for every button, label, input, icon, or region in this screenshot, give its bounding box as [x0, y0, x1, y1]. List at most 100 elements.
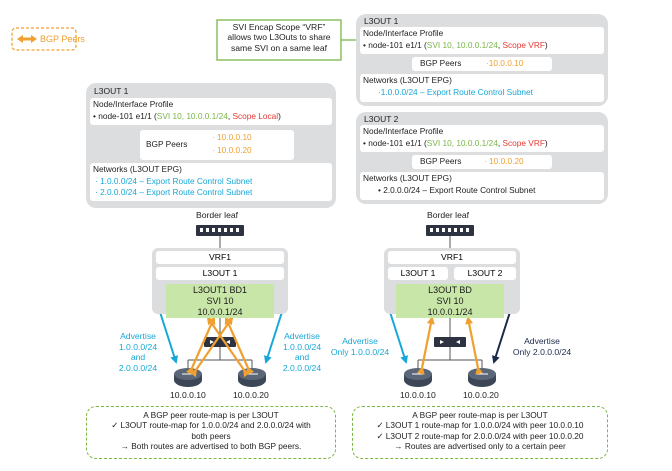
- left-node-profile-box: Node/Interface Profile • node-101 e1/1 (…: [90, 98, 332, 125]
- advertise-line: and: [294, 352, 310, 362]
- router-icon-left-1: [174, 368, 202, 387]
- switch-icon-right-small: [434, 337, 466, 347]
- node-prefix: • node-101 e1/1 (: [93, 111, 157, 121]
- right2-bgp-peers-box: BGP Peers · 10.0.0.20: [412, 155, 552, 169]
- legend-box: [11, 27, 77, 51]
- advertise-line: Only 2.0.0.0/24: [512, 347, 572, 357]
- left-advertise-left: Advertise 1.0.0.0/24 and 2.0.0.0/24: [108, 331, 168, 373]
- close-paren: ): [278, 111, 281, 121]
- left-advertise-right: Advertise 1.0.0.0/24 and 2.0.0.0/24: [272, 331, 332, 373]
- right-l3out2-title: L3OUT 2: [364, 114, 399, 124]
- left-bd-box: L3OUT1 BD1 SVI 10 10.0.0.1/24: [166, 284, 274, 318]
- left-l3out-tab: L3OUT 1: [156, 267, 284, 280]
- advertise-line: 1.0.0.0/24: [282, 341, 322, 352]
- node-profile-entry: • node-101 e1/1 (SVI 10, 10.0.0.1/24, Sc…: [363, 138, 548, 149]
- node-prefix: • node-101 e1/1 (: [363, 40, 427, 50]
- svi-value: SVI 10, 10.0.0.1/24: [426, 138, 498, 148]
- bgp-peer: ·10.0.0.10: [486, 58, 524, 68]
- right-border-leaf-label: Border leaf: [427, 210, 470, 220]
- switch-icon-right: [426, 225, 474, 236]
- node-profile-entry: • node-101 e1/1 (SVI 10, 10.0.0.1/24, Sc…: [363, 40, 548, 51]
- node-profile-label: Node/Interface Profile: [363, 28, 444, 38]
- advertise-line: and: [130, 352, 146, 362]
- svi-value: SVI 10, 10.0.0.1/24: [426, 40, 498, 50]
- bgp-peer: · 10.0.0.20: [212, 145, 252, 155]
- note-line: → Both routes are advertised to both BGP…: [120, 441, 302, 452]
- close-paren: ): [544, 138, 548, 148]
- note-line: both peers: [191, 430, 231, 441]
- bd-name: L3OUT BD: [428, 285, 472, 295]
- callout-line: SVI Encap Scope “VRF”: [232, 22, 326, 32]
- callout-box: [216, 19, 342, 61]
- svi-value: SVI 10, 10.0.0.1/24: [156, 111, 228, 121]
- network-subnet: ·1.0.0.0/24 – Export Route Control Subne…: [378, 87, 533, 97]
- advertise-line: Advertise: [120, 331, 156, 341]
- left-note-box: A BGP peer route-map is per L3OUT ✓ L3OU…: [86, 406, 336, 459]
- bgp-peer: · 10.0.0.20: [484, 156, 524, 166]
- note-line: ✓ L3OUT route-map for 1.0.0.0/24 and 2.0…: [111, 420, 311, 431]
- bd-svi: SVI 10: [206, 296, 234, 306]
- left-border-leaf-label: Border leaf: [196, 210, 239, 220]
- left-router1-label: 10.0.0.10: [170, 390, 206, 400]
- right-bd-box: L3OUT BD SVI 10 10.0.0.1/24: [396, 284, 504, 318]
- left-bgp-peers-box: BGP Peers · 10.0.0.10 · 10.0.0.20: [140, 130, 294, 160]
- network-subnet: • 2.0.0.0/24 – Export Route Control Subn…: [378, 185, 536, 195]
- right-advertise-left: Advertise Only 1.0.0.0/24: [320, 336, 400, 358]
- advertise-line: 1.0.0.0/24: [118, 341, 158, 352]
- separator: ,: [227, 111, 233, 121]
- close-paren: ): [544, 40, 548, 50]
- right-router2-label: 10.0.0.20: [463, 390, 499, 400]
- note-line: ✓ L3OUT 1 route-map for 1.0.0.0/24 with …: [376, 420, 584, 431]
- networks-label: Networks (L3OUT EPG): [363, 75, 452, 85]
- note-line: ✓ L3OUT 2 route-map for 2.0.0.0/24 with …: [376, 430, 584, 441]
- left-vrf-label: VRF1: [156, 251, 284, 264]
- left-l3out-card: L3OUT 1 Node/Interface Profile • node-10…: [86, 83, 336, 208]
- right-vrf-label: VRF1: [388, 251, 516, 264]
- right1-node-profile-box: Node/Interface Profile • node-101 e1/1 (…: [360, 27, 604, 54]
- networks-label: Networks (L3OUT EPG): [363, 173, 452, 183]
- separator: ,: [497, 40, 503, 50]
- scope-value: Scope Local: [232, 111, 279, 121]
- advertise-line: Advertise: [284, 331, 320, 341]
- advertise-line: 2.0.0.0/24: [282, 362, 322, 373]
- right1-bgp-peers-box: BGP Peers ·10.0.0.10: [412, 57, 552, 71]
- advertise-line: Advertise: [342, 336, 378, 346]
- switch-icon-left: [196, 225, 244, 236]
- left-networks-box: Networks (L3OUT EPG) · 1.0.0.0/24 – Expo…: [90, 163, 332, 201]
- right1-networks-box: Networks (L3OUT EPG) ·1.0.0.0/24 – Expor…: [360, 74, 604, 102]
- switch-icon-left-small: [204, 337, 236, 347]
- legend-label: BGP Peers: [40, 34, 85, 44]
- networks-label: Networks (L3OUT EPG): [93, 164, 182, 174]
- advertise-line: Advertise: [524, 336, 560, 346]
- note-line: A BGP peer route-map is per L3OUT: [412, 410, 548, 420]
- callout-text: SVI Encap Scope “VRF” allows two L3Outs …: [217, 22, 341, 53]
- bd-svi: SVI 10: [436, 296, 464, 306]
- right-advertise-right: Advertise Only 2.0.0.0/24: [502, 336, 582, 358]
- advertise-line: 2.0.0.0/24: [118, 362, 158, 373]
- node-prefix: • node-101 e1/1 (: [363, 138, 427, 148]
- right2-node-profile-box: Node/Interface Profile • node-101 e1/1 (…: [360, 125, 604, 152]
- scope-value: Scope VRF: [502, 138, 545, 148]
- right-router1-label: 10.0.0.10: [400, 390, 436, 400]
- bgp-peers-label: BGP Peers: [420, 58, 462, 68]
- node-profile-label: Node/Interface Profile: [363, 126, 444, 136]
- right-l3out2-card: L3OUT 2 Node/Interface Profile • node-10…: [356, 112, 608, 204]
- right-l3out2-tab: L3OUT 2: [454, 267, 516, 280]
- router-icon-right-1: [404, 368, 432, 387]
- right2-networks-box: Networks (L3OUT EPG) • 2.0.0.0/24 – Expo…: [360, 172, 604, 200]
- node-profile-entry: • node-101 e1/1 (SVI 10, 10.0.0.1/24, Sc…: [93, 111, 281, 122]
- bd-ip: 10.0.0.1/24: [427, 307, 473, 317]
- callout-line: same SVI on a same leaf: [230, 42, 327, 53]
- bgp-peer: · 10.0.0.10: [212, 132, 252, 142]
- router-icon-left-2: [238, 368, 266, 387]
- bgp-peers-label: BGP Peers: [146, 139, 188, 149]
- advertise-line: Only 1.0.0.0/24: [330, 347, 390, 357]
- left-l3out-title: L3OUT 1: [94, 86, 129, 96]
- right-l3out1-tab: L3OUT 1: [388, 267, 448, 280]
- network-subnet: · 2.0.0.0/24 – Export Route Control Subn…: [95, 187, 253, 197]
- node-profile-label: Node/Interface Profile: [93, 99, 174, 109]
- callout-line: allows two L3Outs to share: [227, 32, 331, 43]
- bgp-peers-label: BGP Peers: [420, 156, 462, 166]
- network-subnet: · 1.0.0.0/24 – Export Route Control Subn…: [95, 176, 253, 186]
- scope-value: Scope VRF: [502, 40, 545, 50]
